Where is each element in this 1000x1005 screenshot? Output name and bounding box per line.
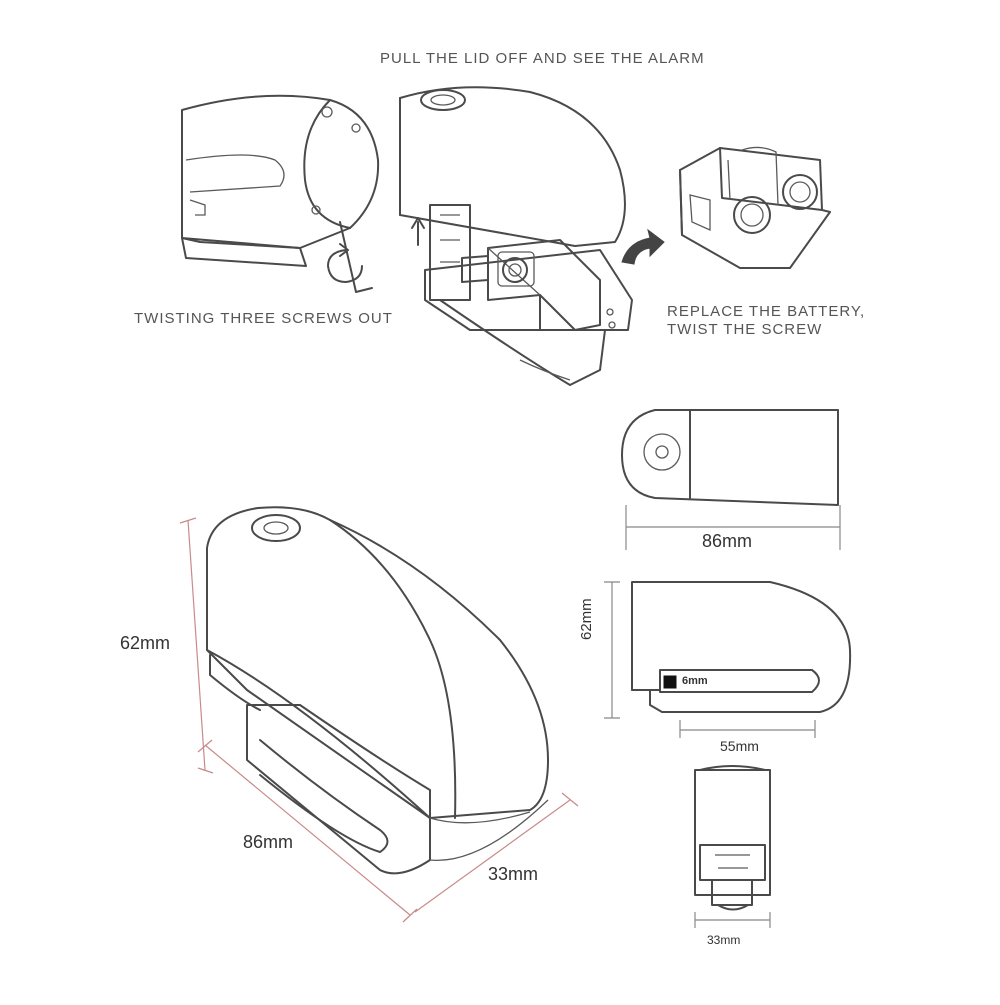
- step-pull-lid-label: PULL THE LID OFF AND SEE THE ALARM: [380, 50, 705, 67]
- step-replace-battery-line2: TWIST THE SCREW: [667, 321, 823, 338]
- lock-with-hex-key-illustration: [181, 94, 380, 293]
- top-view-length-label: 86mm: [702, 531, 753, 551]
- side-view-height-label: 62mm: [578, 598, 595, 640]
- top-view-illustration: [621, 409, 841, 550]
- main-dimension-lines: [179, 517, 579, 923]
- main-height-label: 62mm: [120, 633, 171, 653]
- slot-width-label: 6mm: [682, 675, 708, 687]
- front-view-illustration: [694, 765, 771, 928]
- side-view-illustration: [604, 581, 852, 738]
- main-length-label: 86mm: [243, 832, 294, 852]
- main-width-label: 33mm: [488, 864, 539, 884]
- main-lock-3d-illustration: [206, 506, 549, 875]
- battery-module-illustration: [679, 146, 831, 269]
- step-replace-battery-line1: REPLACE THE BATTERY,: [667, 303, 866, 320]
- opened-lock-illustration: [399, 86, 633, 386]
- step-twist-screws-label: TWISTING THREE SCREWS OUT: [134, 310, 393, 327]
- curved-arrow-icon: [621, 228, 665, 265]
- front-view-width-label: 33mm: [707, 933, 741, 947]
- slot-length-label: 55mm: [720, 738, 759, 754]
